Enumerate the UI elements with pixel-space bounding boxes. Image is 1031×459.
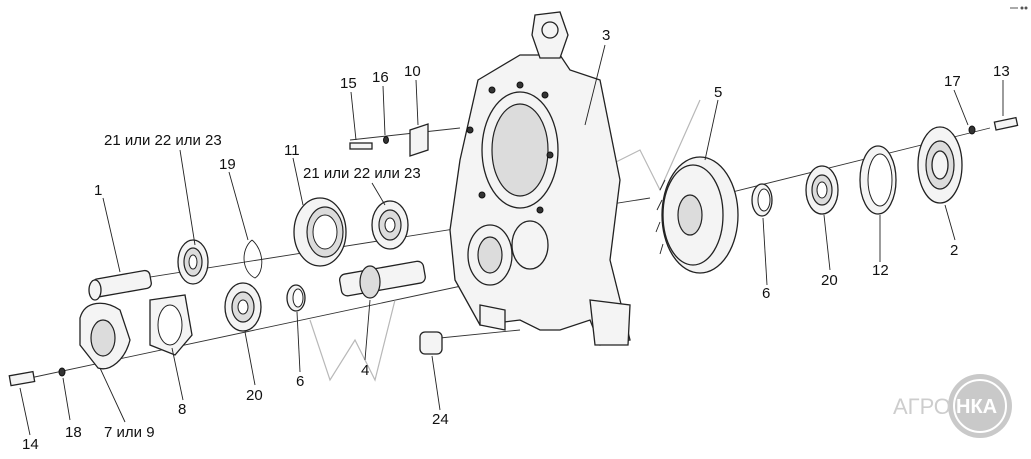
logo-text-left: АГРО bbox=[893, 394, 951, 419]
label-12: 12 bbox=[872, 262, 889, 279]
bearing-middle bbox=[371, 200, 409, 250]
label-14: 14 bbox=[22, 436, 39, 453]
label-1: 1 bbox=[94, 182, 102, 199]
corner-mark bbox=[1010, 6, 1028, 10]
gasket-left bbox=[149, 294, 193, 356]
shaft-seal bbox=[293, 197, 347, 267]
label-6-right: 6 bbox=[762, 285, 770, 302]
label-7-or-9: 7 или 9 bbox=[104, 424, 155, 441]
label-11: 11 bbox=[284, 142, 300, 159]
circlip bbox=[243, 239, 263, 279]
bearing-lower bbox=[224, 282, 262, 332]
callout-labels: 1 2 3 4 5 6 6 7 или 9 8 10 11 12 13 14 1… bbox=[22, 27, 1010, 453]
label-19: 19 bbox=[219, 156, 236, 173]
end-cover bbox=[79, 302, 131, 370]
label-24: 24 bbox=[432, 411, 449, 428]
label-20-left: 20 bbox=[246, 387, 263, 404]
logo-text-right: НКА bbox=[956, 396, 997, 418]
bolt-left bbox=[8, 367, 66, 387]
leader-lines bbox=[19, 44, 1004, 436]
label-21-or-22-or-23-middle: 21 или 22 или 23 bbox=[303, 165, 421, 182]
bracket bbox=[349, 123, 429, 157]
pinion-shaft bbox=[338, 260, 426, 299]
agronka-logo: АГРО НКА bbox=[893, 374, 1012, 438]
spacer-ring-left bbox=[286, 284, 306, 312]
label-18: 18 bbox=[65, 424, 82, 441]
label-2: 2 bbox=[950, 242, 958, 259]
label-21-or-22-or-23-left: 21 или 22 или 23 bbox=[104, 132, 222, 149]
label-10: 10 bbox=[404, 63, 421, 80]
input-shaft bbox=[88, 269, 152, 301]
label-6-left: 6 bbox=[296, 373, 304, 390]
gasket bbox=[859, 145, 897, 215]
bolt-right bbox=[968, 116, 1019, 135]
flange-cover bbox=[917, 126, 963, 204]
label-15: 15 bbox=[340, 75, 357, 92]
label-20-right: 20 bbox=[821, 272, 838, 289]
label-16: 16 bbox=[372, 69, 389, 86]
gear-housing bbox=[449, 11, 631, 346]
gear-wheel bbox=[655, 156, 739, 274]
label-8: 8 bbox=[178, 401, 186, 418]
plug bbox=[419, 331, 443, 355]
logo-circle bbox=[948, 374, 1012, 438]
spacer-ring-right bbox=[751, 183, 773, 217]
label-13: 13 bbox=[993, 63, 1010, 80]
bearing-right bbox=[805, 165, 839, 215]
label-17: 17 bbox=[944, 73, 961, 90]
label-3: 3 bbox=[602, 27, 610, 44]
label-5: 5 bbox=[714, 84, 722, 101]
bearing-left-upper bbox=[177, 239, 209, 285]
label-4: 4 bbox=[361, 362, 369, 379]
